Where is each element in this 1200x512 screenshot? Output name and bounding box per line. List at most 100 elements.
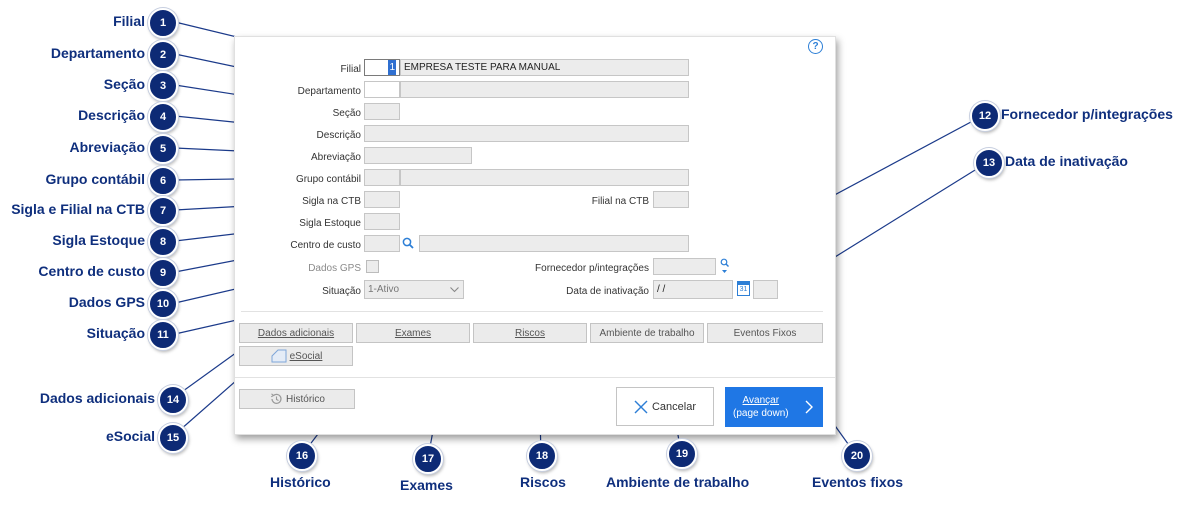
- help-icon-glyph: ?: [812, 41, 819, 52]
- tab-esocial[interactable]: eSocial: [239, 346, 353, 366]
- calendar-icon[interactable]: 31: [737, 281, 750, 296]
- sigla-estoque-label: Sigla Estoque: [299, 218, 361, 229]
- dados-gps-checkbox[interactable]: [366, 260, 379, 273]
- departamento-code-input[interactable]: [364, 81, 400, 98]
- descricao-label: Descrição: [316, 130, 361, 141]
- filial-label: Filial: [340, 64, 361, 75]
- tab-dados-adicionais-label: Dados adicionais: [257, 327, 335, 339]
- departamento-label: Departamento: [297, 86, 361, 97]
- callout-badge-2: 2: [148, 40, 178, 70]
- esocial-icon: [271, 349, 287, 363]
- tab-ambiente-label: Ambiente de trabalho: [599, 327, 695, 339]
- situacao-label: Situação: [322, 286, 361, 297]
- callout-badge-19: 19: [667, 439, 697, 469]
- fornecedor-search-icon[interactable]: [720, 258, 730, 274]
- callout-badge-13: 13: [974, 148, 1004, 178]
- tab-exames-label: Exames: [394, 327, 432, 339]
- avancar-shortcut: (page down): [733, 408, 789, 419]
- callout-badge-17: 17: [413, 444, 443, 474]
- chevron-down-icon: [450, 287, 459, 293]
- tab-esocial-label: eSocial: [289, 350, 323, 362]
- callout-text-1: Filial: [113, 13, 145, 29]
- section-divider: [241, 311, 823, 312]
- callout-badge-1: 1: [148, 8, 178, 38]
- sigla-ctb-input[interactable]: [364, 191, 400, 208]
- abreviacao-label: Abreviação: [310, 152, 361, 163]
- callout-text-11: Situação: [86, 325, 145, 341]
- filial-name-field: EMPRESA TESTE PARA MANUAL: [400, 59, 689, 76]
- callout-badge-14: 14: [158, 385, 188, 415]
- avancar-label: Avançar: [742, 395, 780, 406]
- history-icon: [270, 393, 282, 404]
- callout-text-12: Fornecedor p/integrações: [1001, 106, 1173, 122]
- callout-badge-20: 20: [842, 441, 872, 471]
- form-panel: ? Filial 1 EMPRESA TESTE PARA MANUAL Dep…: [234, 36, 836, 435]
- tab-eventos-fixos[interactable]: Eventos Fixos: [707, 323, 823, 343]
- callout-text-3: Seção: [103, 76, 145, 92]
- tab-riscos[interactable]: Riscos: [473, 323, 587, 343]
- footer-divider: [235, 377, 835, 378]
- centro-custo-code-input[interactable]: [364, 235, 400, 252]
- sigla-estoque-input[interactable]: [364, 213, 400, 230]
- avancar-button[interactable]: Avançar (page down): [725, 387, 823, 427]
- callout-badge-15: 15: [158, 423, 188, 453]
- callout-text-14: Dados adicionais: [39, 390, 155, 406]
- help-icon[interactable]: ?: [808, 39, 823, 54]
- callout-text-7: Sigla e Filial na CTB: [11, 201, 145, 217]
- historico-button[interactable]: Histórico: [239, 389, 355, 409]
- callout-text-8: Sigla Estoque: [52, 232, 145, 248]
- callout-badge-6: 6: [148, 166, 178, 196]
- data-inativacao-input[interactable]: / /: [653, 280, 733, 299]
- filial-code-input[interactable]: 1: [364, 59, 400, 76]
- tab-dados-adicionais[interactable]: Dados adicionais: [239, 323, 353, 343]
- callout-badge-4: 4: [148, 102, 178, 132]
- callout-text-13: Data de inativação: [1005, 153, 1128, 169]
- callout-text-6: Grupo contábil: [45, 171, 145, 187]
- data-inativacao-label: Data de inativação: [566, 286, 649, 297]
- tab-exames[interactable]: Exames: [356, 323, 470, 343]
- callout-badge-3: 3: [148, 71, 178, 101]
- callout-text-16: Histórico: [270, 474, 331, 490]
- callout-badge-11: 11: [148, 320, 178, 350]
- calendar-day: 31: [739, 286, 748, 293]
- grupo-contabil-label: Grupo contábil: [295, 174, 361, 185]
- secao-label: Seção: [332, 108, 361, 119]
- historico-label: Histórico: [286, 393, 325, 405]
- secao-input[interactable]: [364, 103, 400, 120]
- callout-badge-12: 12: [970, 101, 1000, 131]
- abreviacao-input[interactable]: [364, 147, 472, 164]
- fornecedor-label: Fornecedor p/integrações: [535, 263, 649, 274]
- tab-ambiente-trabalho[interactable]: Ambiente de trabalho: [590, 323, 704, 343]
- filial-ctb-input[interactable]: [653, 191, 689, 208]
- departamento-name-field: [400, 81, 689, 98]
- callout-badge-9: 9: [148, 258, 178, 288]
- chevron-right-icon: [805, 400, 813, 414]
- cancelar-button[interactable]: Cancelar: [616, 387, 714, 426]
- grupo-contabil-name-field: [400, 169, 689, 186]
- fornecedor-input[interactable]: [653, 258, 716, 275]
- callout-text-10: Dados GPS: [68, 294, 145, 310]
- descricao-input[interactable]: [364, 125, 689, 142]
- callout-text-15: eSocial: [105, 428, 155, 444]
- callout-text-2: Departamento: [50, 45, 145, 61]
- callout-text-20: Eventos fixos: [812, 474, 904, 490]
- callout-badge-7: 7: [148, 196, 178, 226]
- callout-badge-18: 18: [527, 441, 557, 471]
- filial-code-value: 1: [388, 60, 396, 75]
- callout-badge-16: 16: [287, 441, 317, 471]
- dados-gps-label: Dados GPS: [308, 263, 361, 274]
- data-inativacao-extra-field: [753, 280, 778, 299]
- callout-text-19: Ambiente de trabalho: [606, 474, 750, 490]
- callout-text-18: Riscos: [520, 474, 566, 490]
- close-icon: [634, 400, 648, 413]
- centro-custo-label: Centro de custo: [290, 240, 361, 251]
- callout-text-5: Abreviação: [69, 139, 145, 155]
- callout-text-9: Centro de custo: [38, 263, 145, 279]
- tab-eventos-label: Eventos Fixos: [733, 327, 797, 339]
- grupo-contabil-code-input[interactable]: [364, 169, 400, 186]
- situacao-select[interactable]: 1-Ativo: [364, 280, 464, 299]
- callout-badge-10: 10: [148, 289, 178, 319]
- situacao-value: 1-Ativo: [368, 284, 400, 295]
- search-icon[interactable]: [402, 237, 414, 249]
- centro-custo-name-field: [419, 235, 689, 252]
